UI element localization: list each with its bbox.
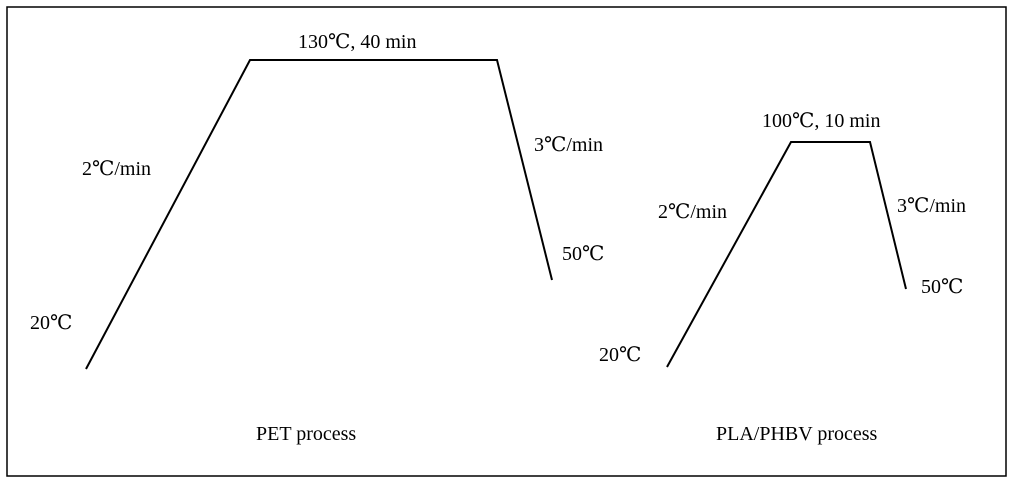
pla-phbv-end-temp-label: 50℃	[921, 276, 963, 298]
diagram-frame	[6, 6, 1007, 477]
pet-process-caption: PET process	[256, 423, 356, 445]
pet-start-temp-label: 20℃	[30, 312, 72, 334]
pet-hold-label: 130℃, 40 min	[298, 31, 417, 53]
pla-phbv-process-caption: PLA/PHBV process	[716, 423, 878, 445]
pet-process-group: 20℃ 2℃/min 130℃, 40 min 3℃/min 50℃ PET p…	[30, 31, 604, 445]
pet-temperature-profile	[85, 59, 553, 370]
pla-phbv-temperature-profile	[666, 141, 907, 368]
pet-heating-rate-label: 2℃/min	[82, 158, 151, 180]
pet-end-temp-label: 50℃	[562, 243, 604, 265]
pla-phbv-process-group: 20℃ 2℃/min 100℃, 10 min 3℃/min 50℃ PLA/P…	[599, 110, 966, 445]
pet-cooling-rate-label: 3℃/min	[534, 134, 603, 156]
pla-phbv-cooling-rate-label: 3℃/min	[897, 195, 966, 217]
pla-phbv-heating-rate-label: 2℃/min	[658, 201, 727, 223]
pla-phbv-hold-label: 100℃, 10 min	[762, 110, 881, 132]
pla-phbv-start-temp-label: 20℃	[599, 344, 641, 366]
